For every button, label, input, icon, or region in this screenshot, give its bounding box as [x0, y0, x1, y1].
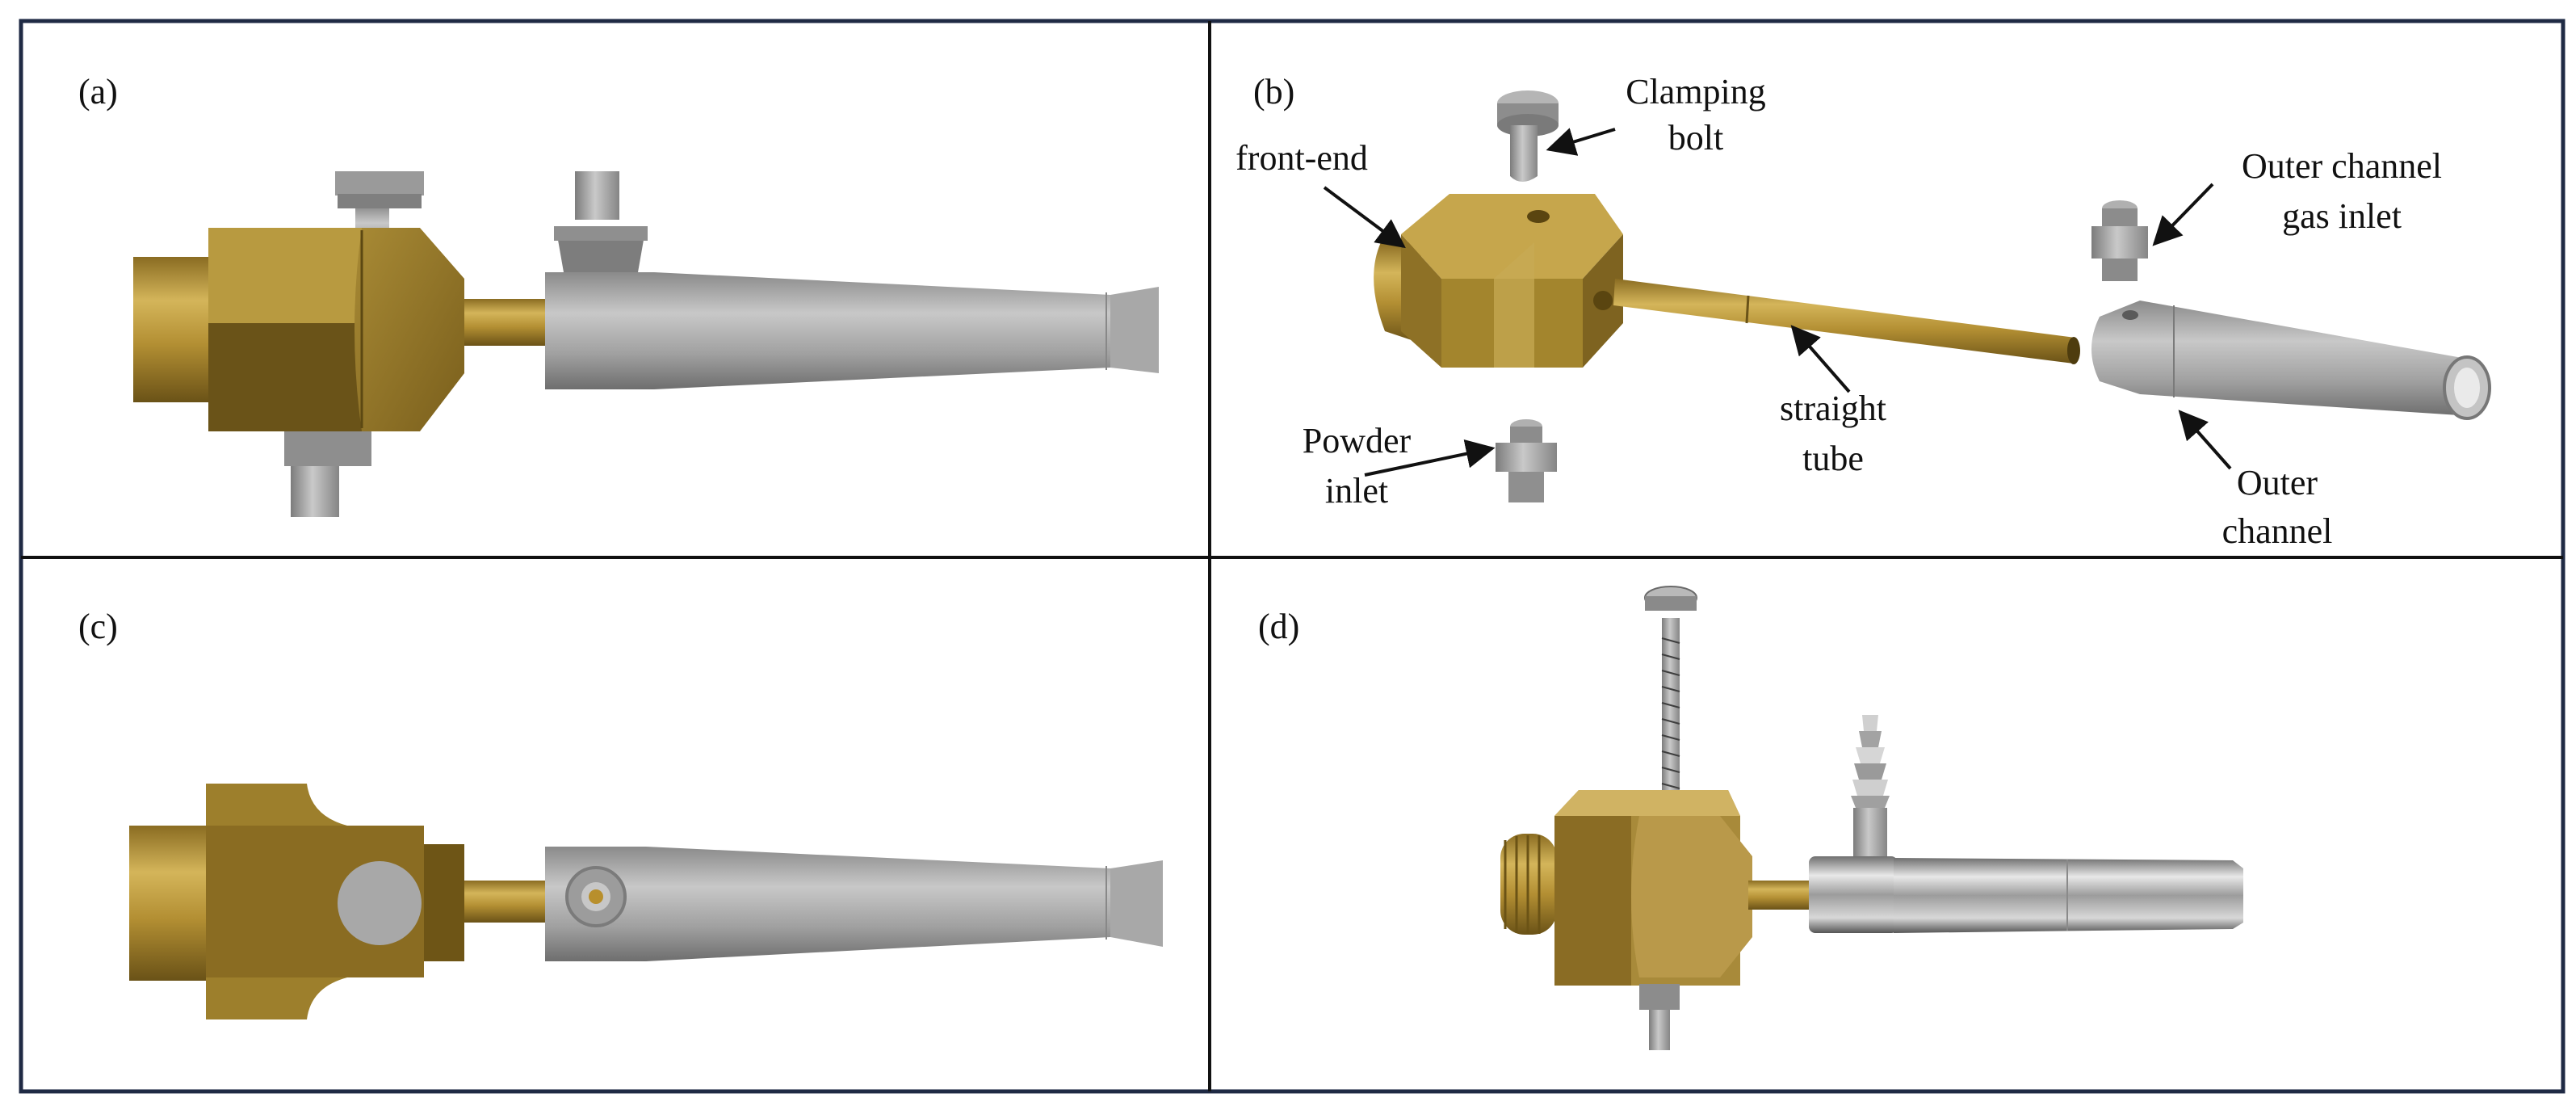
- panel-b-label: (b): [1253, 72, 1294, 111]
- hose-barb: [1851, 715, 1890, 808]
- straight-tube-label-line1: straight: [1780, 389, 1886, 428]
- gas-inlet-label-line1: Outer channel: [2242, 146, 2442, 186]
- powder-inlet-part: [1496, 419, 1557, 502]
- outer-channel-part: [2091, 301, 2491, 420]
- powder-inlet-label-line1: Powder: [1303, 421, 1412, 460]
- panel-d-photo: [1500, 586, 2243, 1050]
- gas-inlet-arrow: [2152, 183, 2214, 246]
- clamping-bolt-arrow: [1546, 128, 1616, 156]
- gas-inlet-part: [2091, 200, 2148, 281]
- outer-channel-label-line2: channel: [2222, 511, 2333, 551]
- front-end-part: [1374, 194, 1623, 368]
- straight-tube-part: [1613, 279, 2080, 364]
- panel-a-label: (a): [78, 72, 118, 111]
- powder-inlet-arrow: [1364, 439, 1496, 477]
- straight-tube-arrow: [1790, 325, 1851, 393]
- clamping-bolt-label-line1: Clamping: [1626, 72, 1766, 111]
- figure-frame: [19, 19, 2566, 1094]
- panel-d-label: (d): [1258, 607, 1299, 646]
- outer-channel-arrow: [2178, 410, 2232, 470]
- clamping-bolt-label-line2: bolt: [1668, 118, 1723, 158]
- panel-b-exploded-drawing: [1323, 90, 2491, 502]
- powder-inlet-label-line2: inlet: [1325, 471, 1388, 511]
- panel-c-label: (c): [78, 607, 118, 646]
- outer-channel-label-line1: Outer: [2237, 463, 2318, 502]
- gas-inlet-label-line2: gas inlet: [2282, 196, 2402, 236]
- front-end-arrow: [1323, 186, 1406, 249]
- clamping-bolt-part: [1497, 90, 1559, 182]
- panel-c-drawing: [129, 784, 1163, 1019]
- front-end-label: front-end: [1236, 138, 1368, 178]
- panel-a-drawing: [133, 171, 1159, 517]
- straight-tube-label-line2: tube: [1802, 439, 1864, 478]
